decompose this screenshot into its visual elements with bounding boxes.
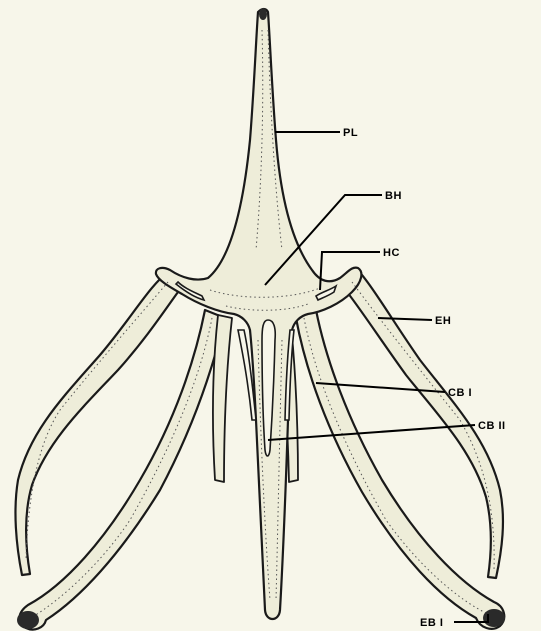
label-bh: BH xyxy=(385,190,402,202)
leader-cb2 xyxy=(268,425,475,440)
label-cb1: CB I xyxy=(448,387,472,399)
left-epihyal-horn xyxy=(15,272,178,575)
label-cb2: CB II xyxy=(478,420,506,432)
basihyal-body xyxy=(156,9,361,619)
label-eh: EH xyxy=(435,315,451,327)
right-cb1-tip xyxy=(483,609,505,627)
label-eb1: EB I xyxy=(420,617,443,629)
label-pl: PL xyxy=(343,127,358,139)
label-hc: HC xyxy=(383,247,400,259)
left-ceratobranchial-2 xyxy=(213,315,232,482)
pl-tip xyxy=(259,8,267,20)
left-cb1-tip xyxy=(17,611,39,629)
